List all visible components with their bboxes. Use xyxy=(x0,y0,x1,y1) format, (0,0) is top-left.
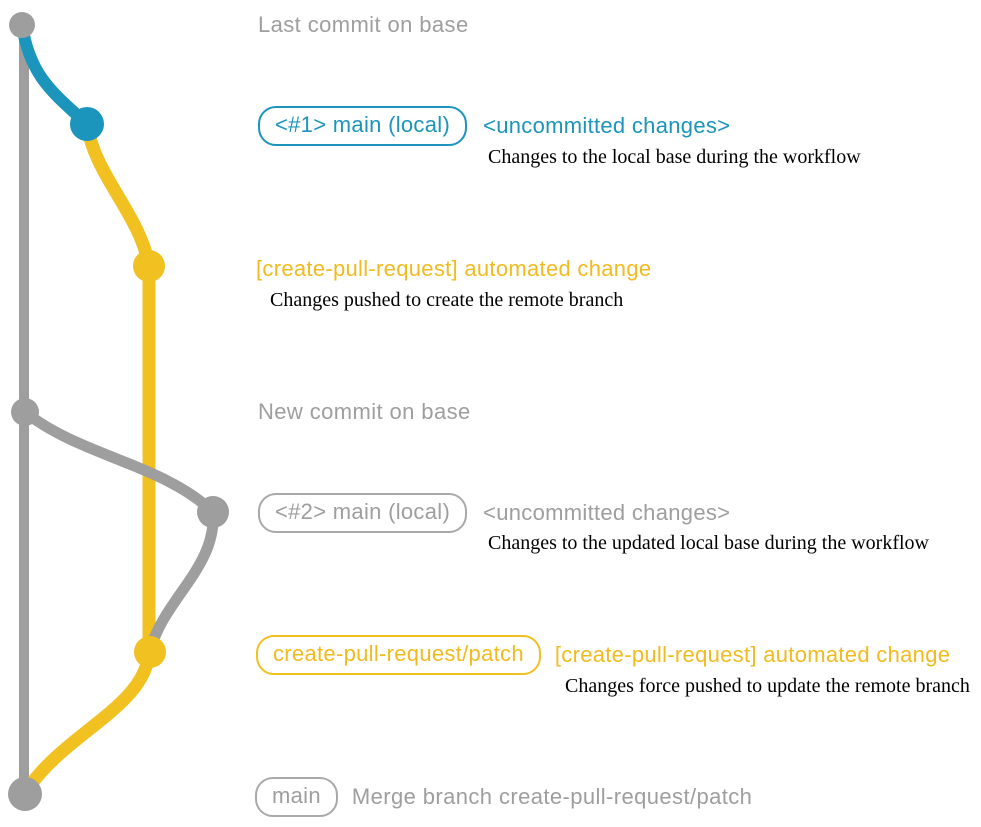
row-main-local-1: <#1> main (local) <uncommitted changes> xyxy=(258,106,730,146)
merge-branch-label: Merge branch create-pull-request/patch xyxy=(351,784,753,809)
automated-change-heading-2: [create-pull-request] automated change xyxy=(554,642,951,667)
last-commit-label: Last commit on base xyxy=(258,12,469,37)
automated-change-heading-1: [create-pull-request] automated change xyxy=(256,256,652,281)
commit-dot-main-local-2 xyxy=(197,496,229,528)
note-updated-local-base-changes: Changes to the updated local base during… xyxy=(488,532,929,554)
branch-badge-main: main xyxy=(255,777,338,817)
note-changes-pushed: Changes pushed to create the remote bran… xyxy=(270,289,624,311)
commit-dot-automated-change-2 xyxy=(134,636,166,668)
commit-dot-automated-change-1 xyxy=(133,250,165,282)
commit-dot-last-base xyxy=(9,12,35,38)
row-patch-branch: create-pull-request/patch [create-pull-r… xyxy=(256,635,950,675)
row-main-local-2: <#2> main (local) <uncommitted changes> xyxy=(258,493,730,533)
uncommitted-changes-heading-2: <uncommitted changes> xyxy=(483,500,731,525)
row-merge: main Merge branch create-pull-request/pa… xyxy=(255,777,752,817)
branch-badge-patch: create-pull-request/patch xyxy=(256,635,541,675)
local-main-branch-line xyxy=(16,19,93,130)
updated-local-branch-line xyxy=(19,406,219,658)
branch-badge-main-local-1: <#1> main (local) xyxy=(258,106,468,146)
commit-dot-main-local-1 xyxy=(70,107,104,141)
branch-badge-main-local-2: <#2> main (local) xyxy=(258,493,468,533)
note-changes-force-pushed: Changes force pushed to update the remot… xyxy=(565,675,970,697)
note-local-base-changes: Changes to the local base during the wor… xyxy=(488,146,861,168)
new-commit-label: New commit on base xyxy=(258,399,471,424)
create-pull-request-branch-line xyxy=(20,117,156,797)
commit-dot-new-base xyxy=(11,398,39,426)
commit-dot-merge xyxy=(8,777,42,811)
uncommitted-changes-heading-1: <uncommitted changes> xyxy=(483,113,731,138)
